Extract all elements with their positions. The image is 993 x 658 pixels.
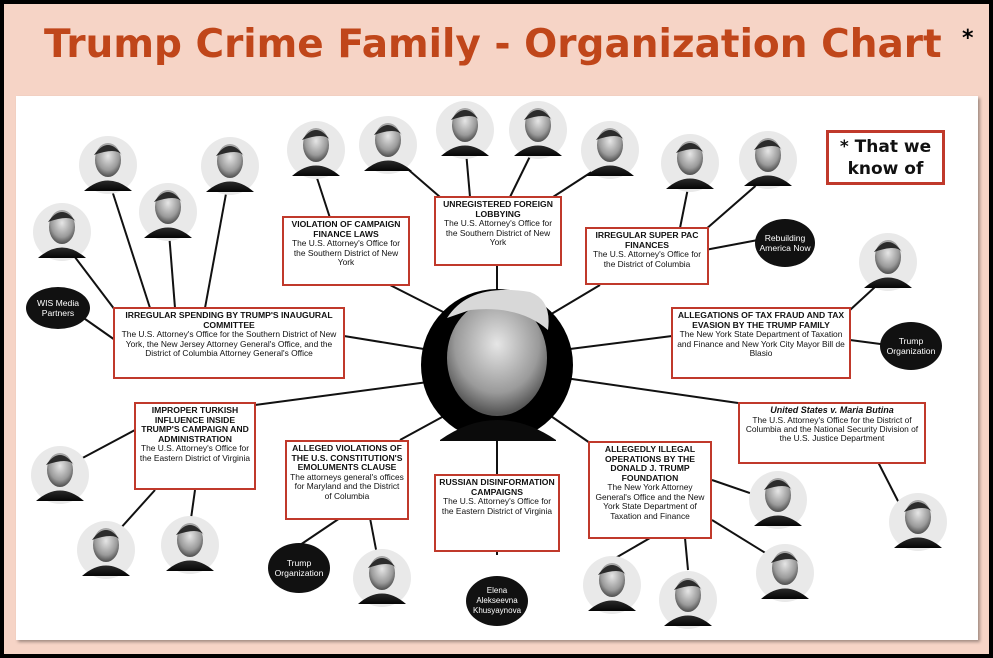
line-taxfraud bbox=[561, 335, 673, 351]
box-subtext: The New York Attorney General's Office a… bbox=[595, 482, 705, 521]
box-subtext: The attorneys general's offices for Mary… bbox=[290, 471, 404, 501]
box-heading: Russian disinformation campaigns bbox=[439, 477, 555, 497]
person-icon bbox=[583, 556, 641, 614]
box-campaign-finance: Violation of campaign finance laws The U… bbox=[282, 216, 410, 286]
person-icon bbox=[33, 203, 91, 261]
box-heading: United States v. Maria Butina bbox=[770, 405, 894, 415]
box-subtext: The U.S. Attorney's Office for the South… bbox=[121, 329, 337, 358]
box-heading: Irregular super PAC finances bbox=[595, 230, 699, 250]
box-heading: Irregular spending by Trump's inaugural … bbox=[125, 310, 333, 330]
box-trump-foundation: Allegedly illegal operations by the Dona… bbox=[588, 441, 712, 539]
person-icon bbox=[756, 544, 814, 602]
note-line-1: * That we bbox=[839, 137, 932, 157]
box-emoluments: Alleged violations of the U.S. Constitut… bbox=[285, 440, 409, 520]
box-subtext: The U.S. Attorney's Office for the Easte… bbox=[139, 443, 251, 463]
person-icon bbox=[889, 493, 947, 551]
label-elena-khusyaynova: Elena Alekseevna Khusyaynova bbox=[466, 576, 528, 626]
box-super-pac: Irregular super PAC finances The U.S. At… bbox=[585, 227, 709, 285]
line-foundation bbox=[544, 411, 591, 444]
person-icon bbox=[359, 116, 417, 174]
line-turkish bbox=[254, 381, 429, 406]
label-trump-organization-bottom: Trump Organization bbox=[268, 543, 330, 593]
person-icon bbox=[77, 521, 135, 579]
person-icons bbox=[31, 101, 947, 629]
box-heading: Alleged violations of the U.S. Constitut… bbox=[291, 443, 403, 473]
box-subtext: The New York State Department of Taxatio… bbox=[677, 329, 845, 358]
box-heading: Improper Turkish influence inside Trump'… bbox=[141, 405, 249, 444]
person-icon bbox=[661, 134, 719, 192]
person-icon bbox=[581, 121, 639, 179]
title-asterisk: * bbox=[962, 26, 974, 51]
person-icon bbox=[739, 131, 797, 189]
box-subtext: The U.S. Attorney's Office for the Easte… bbox=[441, 496, 553, 516]
box-turkish-influence: Improper Turkish influence inside Trump'… bbox=[134, 402, 256, 490]
line-inaugural bbox=[343, 335, 431, 351]
line-superpac bbox=[547, 284, 601, 317]
person-icon bbox=[161, 516, 219, 574]
person-icon bbox=[201, 137, 259, 195]
that-we-know-of-note: * That we know of bbox=[826, 130, 945, 185]
box-subtext: The U.S. Attorney's Office for the South… bbox=[443, 218, 553, 247]
box-inaugural: Irregular spending by Trump's inaugural … bbox=[113, 307, 345, 379]
box-subtext: The U.S. Attorney's Office for the South… bbox=[291, 238, 401, 267]
person-icon bbox=[353, 549, 411, 607]
center-portrait bbox=[421, 289, 573, 441]
person-icon bbox=[859, 233, 917, 291]
box-russian-disinformation: Russian disinformation campaigns The U.S… bbox=[434, 474, 560, 552]
person-icon bbox=[31, 446, 89, 504]
box-subtext: The U.S. Attorney's Office for the Distr… bbox=[745, 414, 919, 444]
label-wis-media-partners: WIS Media Partners bbox=[26, 287, 90, 329]
box-heading: Unregistered foreign lobbying bbox=[443, 199, 553, 219]
person-icon bbox=[509, 101, 567, 159]
person-icon bbox=[287, 121, 345, 179]
label-trump-organization-right: Trump Organization bbox=[880, 322, 942, 370]
line-butina bbox=[564, 377, 739, 404]
box-maria-butina: United States v. Maria Butina The U.S. A… bbox=[738, 402, 926, 464]
box-heading: Allegedly illegal operations by the Dona… bbox=[604, 444, 696, 483]
person-icon bbox=[436, 101, 494, 159]
box-heading: Allegations of tax fraud and tax evasion… bbox=[677, 310, 845, 330]
box-subtext: The U.S. Attorney's Office for the Distr… bbox=[592, 249, 702, 269]
person-icon bbox=[659, 571, 717, 629]
chart-title: Trump Crime Family - Organization Chart bbox=[44, 22, 942, 67]
person-icon bbox=[749, 471, 807, 529]
box-tax-fraud: Allegations of tax fraud and tax evasion… bbox=[671, 307, 851, 379]
box-foreign-lobbying: Unregistered foreign lobbying The U.S. A… bbox=[434, 196, 562, 266]
box-heading: Violation of campaign finance laws bbox=[291, 219, 401, 239]
note-line-2: know of bbox=[847, 159, 924, 179]
label-rebuilding-america-now: Rebuilding America Now bbox=[755, 219, 815, 267]
person-icon bbox=[79, 136, 137, 194]
person-icon bbox=[139, 183, 197, 241]
